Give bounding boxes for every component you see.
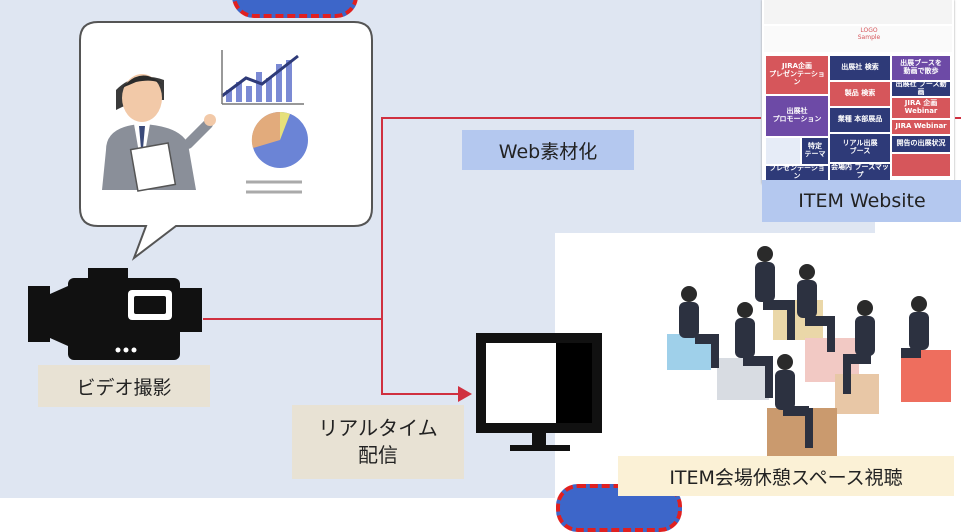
tile-theme: 特定 テーマ: [802, 138, 828, 164]
tile-industry: 業種 本部展品: [830, 108, 890, 132]
monitor-icon: [476, 333, 602, 451]
tile-webinar: JIRA Webinar: [892, 120, 950, 134]
arrow-head-icon: [458, 386, 472, 402]
tile-jira-presentation: JIRA企画 プレゼンテーション: [766, 56, 828, 94]
web-material-label: Web素材化: [462, 130, 634, 170]
connector-to-website: [381, 117, 761, 119]
connector-to-monitor: [381, 393, 459, 395]
web-material-text: Web素材化: [498, 140, 598, 163]
presenter-illustration: [102, 74, 216, 192]
tile-status: 開告の出展状況: [892, 136, 950, 152]
pie-chart-illustration: [251, 111, 308, 168]
top-pill-decoration: [232, 0, 358, 18]
bar-chart-illustration: [221, 50, 304, 105]
tile-info-list: [766, 138, 800, 164]
item-website-text: ITEM Website: [798, 190, 926, 212]
tile-product-search: 製品 検索: [830, 82, 890, 106]
video-shoot-text: ビデオ撮影: [76, 376, 172, 399]
tile-exhibitor-search: 出展社 検索: [830, 56, 890, 80]
tile-presentation: プレゼンテーション: [766, 164, 828, 180]
tile-jira-webinar: JIRA 企画 Webinar: [892, 98, 950, 118]
tile-exhibitor-promotion: 出展社 プロモーション: [766, 96, 828, 136]
seated-audience-illustration: [667, 246, 951, 456]
realtime-text-line2: 配信: [358, 443, 398, 467]
tile-booth-map: 会場内 ブースマップ: [830, 163, 890, 180]
tile-red-small: [892, 154, 950, 176]
tile-booth-walk: 出展ブースを 動画で散歩: [892, 56, 950, 80]
connector-camera-horizontal: [203, 318, 383, 320]
realtime-text-line1: リアルタイム: [318, 416, 438, 440]
connector-right-stub: [955, 117, 961, 119]
tile-real-booth: リアル出展 ブース: [830, 134, 890, 162]
logo-sample: LOGO Sample: [854, 27, 884, 50]
website-thumbnail: LOGO Sample JIRA企画 プレゼンテーション 出展社 検索 出展ブー…: [762, 0, 954, 184]
realtime-label: リアルタイム 配信: [292, 405, 464, 479]
logo-row: [764, 26, 952, 52]
video-shoot-label: ビデオ撮影: [38, 365, 210, 407]
tile-booth-video: 出展社 ブース動画: [892, 80, 950, 96]
thumbnail-header-row: [764, 0, 952, 24]
logo-sample-text: LOGO Sample: [857, 27, 881, 41]
presenter-speech-bubble: [79, 21, 373, 261]
item-website-label: ITEM Website: [762, 180, 961, 222]
connector-vertical: [381, 117, 383, 395]
venue-viewing-label: ITEM会場休憩スペース視聴: [618, 456, 954, 496]
video-camera-icon: [28, 268, 202, 360]
venue-viewing-text: ITEM会場休憩スペース視聴: [669, 466, 903, 489]
